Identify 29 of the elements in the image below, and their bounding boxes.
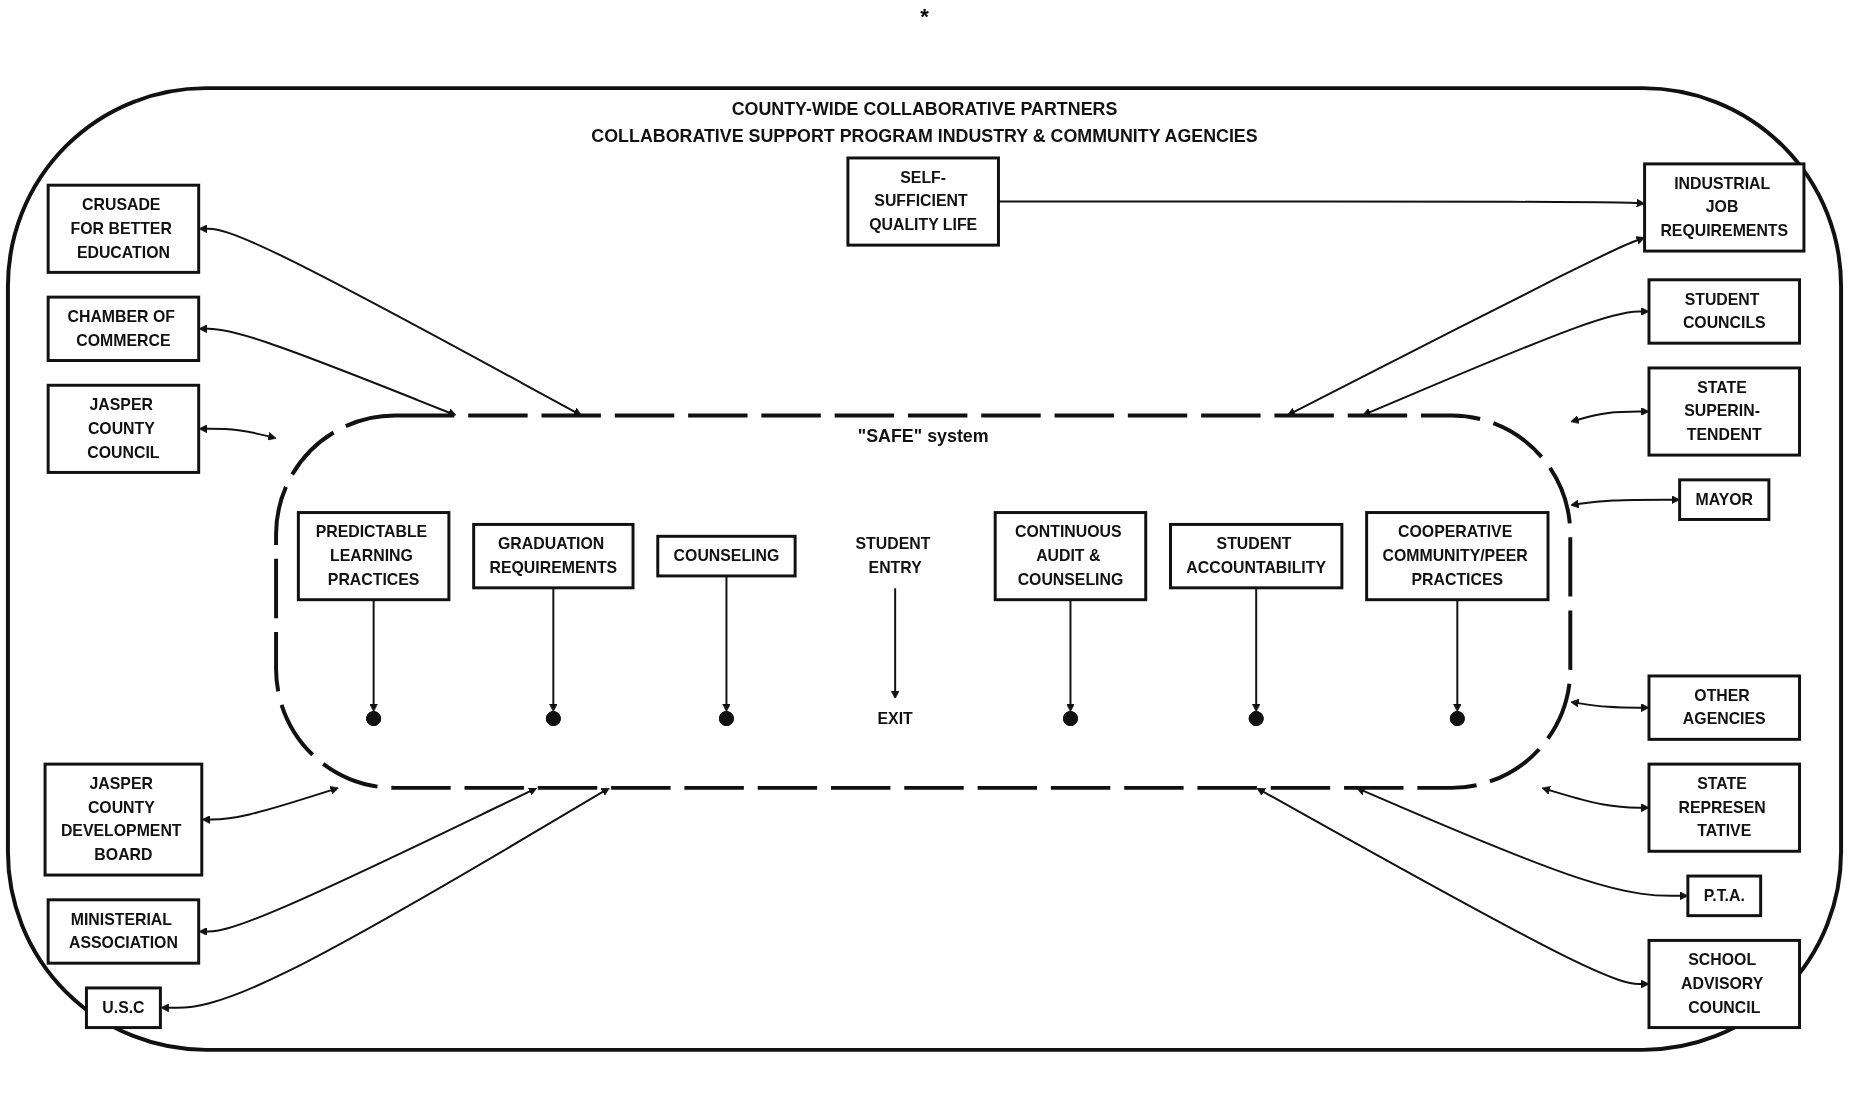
node-box: SELF-SUFFICIENT QUALITY LIFE — [846, 156, 1000, 247]
node-box: COUNSELING — [656, 534, 797, 578]
node-box: U.S.C — [84, 986, 162, 1030]
node-box: MAYOR — [1678, 478, 1771, 521]
node-box: SCHOOL ADVISORY COUNCIL — [1647, 938, 1801, 1030]
node-box: CRUSADE FOR BETTER EDUCATION — [46, 183, 201, 274]
node-box: P.T.A. — [1686, 874, 1763, 918]
node-box: JASPER COUNTY DEVELOPMENT BOARD — [43, 762, 204, 877]
node-text: STUDENT ENTRY — [855, 535, 931, 576]
node-box: COOPERATIVE COMMUNITY/PEER PRACTICES — [1365, 511, 1550, 602]
arrow — [1287, 236, 1645, 416]
node-box: INDUSTRIAL JOB REQUIREMENTS — [1643, 162, 1806, 253]
arrow — [198, 224, 582, 416]
node-box: CHAMBER OF COMMERCE — [46, 295, 201, 362]
note-text: * — [920, 4, 929, 29]
node-box: CONTINUOUS AUDIT & COUNSELING — [993, 511, 1148, 602]
node-text: EXIT — [877, 709, 913, 727]
node-box: PREDICTABLE LEARNING PRACTICES — [296, 511, 451, 602]
node-box: MINISTERIAL ASSOCIATION — [46, 898, 201, 965]
node-box: STUDENT ACCOUNTABILITY — [1169, 522, 1344, 590]
arrow — [160, 787, 610, 1013]
node-box: JASPER COUNTY COUNCIL — [46, 383, 201, 474]
node-box: STATE SUPERIN- TENDENT — [1647, 366, 1801, 457]
arrow — [198, 787, 538, 936]
node-box: OTHER AGENCIES — [1647, 674, 1801, 741]
node-box: STUDENT COUNCILS — [1647, 278, 1801, 345]
node-box: GRADUATION REQUIREMENTS — [472, 522, 635, 590]
arrow — [890, 586, 900, 700]
node-box: STATE REPRESEN TATIVE — [1647, 762, 1801, 853]
